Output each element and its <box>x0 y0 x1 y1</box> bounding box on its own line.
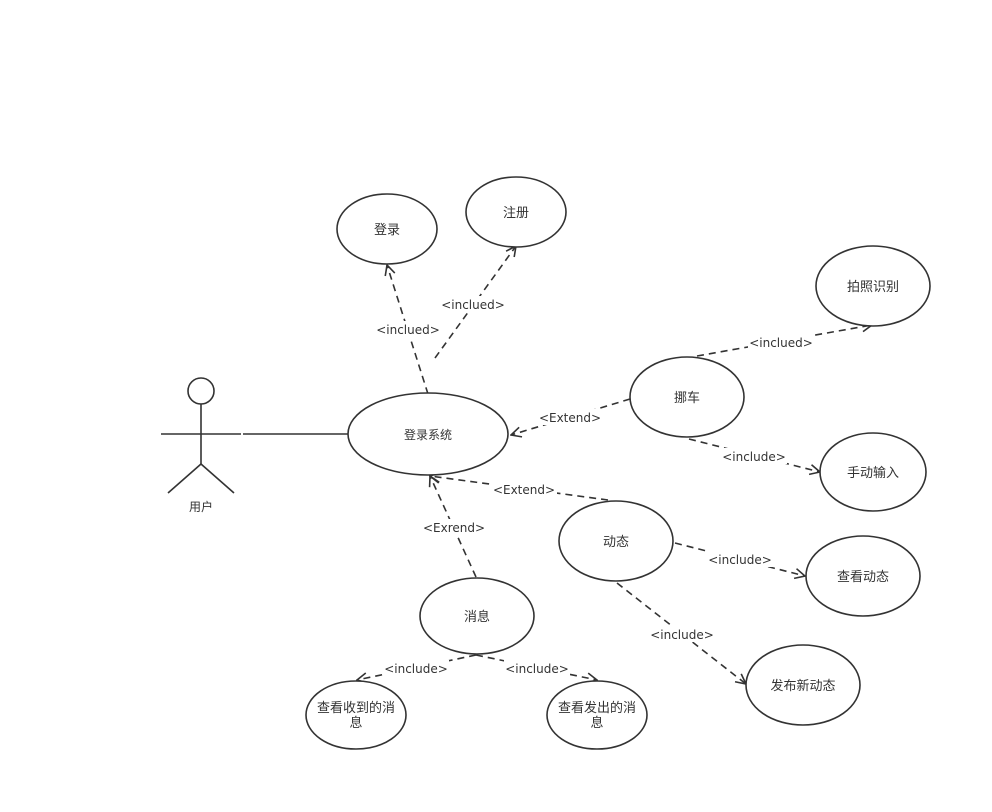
edge-label-view-dynamics: <include> <box>708 553 772 567</box>
edge-label-view-received: <include> <box>384 662 448 676</box>
usecase-manual-input[interactable] <box>819 432 927 512</box>
usecase-message-label: 消息 <box>464 609 490 625</box>
usecase-photo-recognize[interactable] <box>815 245 931 327</box>
edge-label-photo: <inclued> <box>749 336 813 350</box>
usecase-view-sent-label-line1: 查看发出的消 <box>558 700 636 716</box>
usecase-view-received-label-line2: 息 <box>349 715 362 731</box>
usecase-dynamics-label: 动态 <box>603 535 629 550</box>
usecase-login-system-label: 登录系统 <box>404 427 452 442</box>
edge-label-bg <box>421 519 487 535</box>
usecase-register[interactable] <box>465 176 567 248</box>
usecase-publish-dynamics[interactable] <box>745 644 861 726</box>
edge-label-bg <box>748 334 814 350</box>
actor-user[interactable]: 用户 <box>161 377 241 514</box>
edge-label-bg <box>375 321 441 337</box>
usecase-move-car[interactable] <box>629 356 745 438</box>
edge-label-bg <box>491 481 557 497</box>
edge-view-dynamics <box>674 542 805 576</box>
edge-label-bg <box>383 660 449 676</box>
edge-label-move-car-extend: <Extend> <box>539 411 601 425</box>
actor-left-leg <box>167 463 202 494</box>
edge-label-manual: <include> <box>722 450 786 464</box>
usecase-move-car-label: 挪车 <box>674 390 700 406</box>
edge-publish-dynamics <box>616 582 746 684</box>
edge-message-extend <box>430 476 477 578</box>
usecase-view-sent[interactable] <box>546 680 648 750</box>
usecase-register-label: 注册 <box>503 206 529 221</box>
edge-label-bg <box>707 551 773 567</box>
actor-label: 用户 <box>189 499 213 514</box>
usecase-view-sent-label-line2: 息 <box>590 715 603 731</box>
usecase-login-label: 登录 <box>374 223 400 238</box>
actor-right-leg <box>200 463 235 494</box>
usecase-login[interactable] <box>336 193 438 265</box>
usecase-view-received[interactable] <box>305 680 407 750</box>
usecase-view-dynamics-label: 查看动态 <box>837 569 889 585</box>
usecase-view-dynamics[interactable] <box>805 535 921 617</box>
usecase-login-system[interactable] <box>347 392 509 476</box>
usecase-view-received-label-line1: 查看收到的消 <box>317 700 395 716</box>
edge-label-message-extend: <Exrend> <box>423 521 485 535</box>
usecase-manual-input-label: 手动输入 <box>847 465 899 481</box>
edge-label-login: <inclued> <box>376 323 440 337</box>
usecase-message[interactable] <box>419 577 535 655</box>
edge-label-publish-dynamics: <include> <box>650 628 714 642</box>
edge-label-bg <box>440 296 506 312</box>
usecase-publish-dynamics-label: 发布新动态 <box>770 678 835 694</box>
edge-manual <box>688 438 820 472</box>
usecase-dynamics[interactable] <box>558 500 674 582</box>
edge-label-bg <box>649 626 715 642</box>
usecase-photo-recognize-label: 拍照识别 <box>847 280 899 295</box>
edge-login <box>387 265 429 395</box>
edge-label-register: <inclued> <box>441 298 505 312</box>
edge-label-dynamics-extend: <Extend> <box>493 483 555 497</box>
edge-label-view-sent: <include> <box>505 662 569 676</box>
edge-label-bg <box>537 409 603 425</box>
actor-head <box>187 377 215 405</box>
edge-label-bg <box>504 660 570 676</box>
edge-label-bg <box>721 448 787 464</box>
